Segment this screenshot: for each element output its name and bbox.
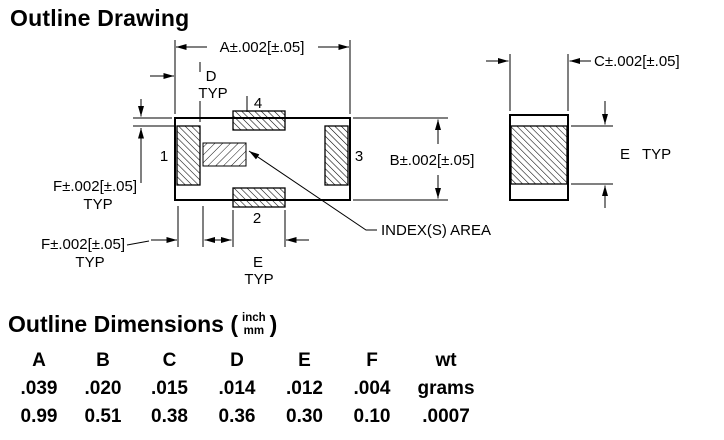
index-area-text: INDEX(S) AREA bbox=[381, 222, 491, 239]
unit-fraction: inch mm bbox=[242, 312, 266, 337]
inch-value-e: .012 bbox=[286, 378, 323, 399]
leader-line bbox=[248, 150, 377, 231]
mm-value-b: 0.51 bbox=[84, 406, 122, 427]
dim-c-text: C±.002[±.05] bbox=[594, 53, 680, 70]
dim-f-lower-typ-text: TYP bbox=[75, 254, 104, 271]
col-header-d: D bbox=[230, 350, 244, 371]
pad-3 bbox=[324, 125, 349, 186]
outline-dimensions-section: Outline Dimensions ( inch mm ) A B C D E… bbox=[8, 311, 486, 431]
dim-f-lower: F±.002[±.05] TYP bbox=[41, 206, 232, 271]
outline-drawing-canvas: 1 3 4 2 A±.002[±.05] D TYP bbox=[41, 39, 680, 288]
wt-unit-label: grams bbox=[417, 378, 475, 399]
dim-e-side: E TYP bbox=[571, 101, 671, 208]
dim-f-upper: F±.002[±.05] TYP bbox=[53, 99, 175, 213]
outline-dimensions-heading: Outline Dimensions ( inch mm ) bbox=[8, 311, 486, 338]
dim-e-bottom: E TYP bbox=[232, 210, 309, 288]
pad-1 bbox=[176, 125, 201, 186]
pad-2 bbox=[232, 187, 286, 208]
dim-e-bottom-text: E bbox=[253, 254, 263, 271]
dim-f-upper-typ-text: TYP bbox=[83, 196, 112, 213]
mm-value-c: 0.38 bbox=[151, 406, 188, 427]
dim-b: B±.002[±.05] bbox=[353, 117, 475, 201]
pin-1-label: 1 bbox=[160, 148, 168, 165]
dim-f-lower-text: F±.002[±.05] bbox=[41, 236, 125, 253]
dim-d: D TYP bbox=[150, 62, 228, 122]
wt-value: .0007 bbox=[422, 406, 470, 427]
pad-4 bbox=[232, 110, 286, 131]
side-body bbox=[509, 114, 569, 201]
side-hatched-band bbox=[510, 125, 568, 185]
dim-d-typ-text: TYP bbox=[198, 85, 227, 102]
dim-e-side-typ-text: TYP bbox=[642, 146, 671, 163]
inch-value-d: .014 bbox=[218, 378, 256, 399]
col-header-a: A bbox=[32, 350, 46, 371]
pin-4-label: 4 bbox=[254, 95, 262, 112]
inch-value-f: .004 bbox=[353, 378, 391, 399]
mm-value-f: 0.10 bbox=[353, 406, 391, 427]
mm-value-d: 0.36 bbox=[218, 406, 256, 427]
dim-b-text: B±.002[±.05] bbox=[390, 152, 475, 169]
heading-close-paren: ) bbox=[269, 311, 278, 337]
inch-value-c: .015 bbox=[151, 378, 188, 399]
col-header-b: B bbox=[96, 350, 110, 371]
col-header-e: E bbox=[298, 350, 311, 371]
col-header-f: F bbox=[366, 350, 378, 371]
dim-a: A±.002[±.05] bbox=[174, 39, 351, 114]
pin-3-label: 3 bbox=[355, 148, 363, 165]
col-header-wt: wt bbox=[435, 350, 457, 371]
dim-e-bottom-typ-text: TYP bbox=[244, 271, 273, 288]
mm-value-a: 0.99 bbox=[20, 406, 58, 427]
inch-value-b: .020 bbox=[84, 378, 122, 399]
mm-value-e: 0.30 bbox=[286, 406, 323, 427]
dim-f-upper-text: F±.002[±.05] bbox=[53, 178, 137, 195]
pin-2-label: 2 bbox=[253, 210, 261, 227]
dimensions-table: A B C D E F wt .039 .020 .015 .014 .012 … bbox=[8, 347, 486, 431]
heading-text: Outline Dimensions ( bbox=[8, 311, 239, 337]
unit-mm: mm bbox=[243, 324, 265, 337]
index-callout: INDEX(S) AREA bbox=[248, 150, 491, 239]
col-header-c: C bbox=[162, 350, 177, 371]
unit-inch: inch bbox=[242, 311, 266, 324]
index-area bbox=[202, 142, 247, 167]
dim-d-text: D bbox=[206, 68, 217, 85]
leader-line bbox=[126, 240, 150, 246]
dim-c: C±.002[±.05] bbox=[486, 53, 680, 111]
main-view: 1 3 4 2 bbox=[160, 95, 363, 227]
page-title: Outline Drawing bbox=[10, 5, 190, 31]
side-view bbox=[509, 114, 569, 201]
dim-e-side-text: E bbox=[620, 146, 630, 163]
dim-a-text: A±.002[±.05] bbox=[220, 39, 305, 56]
inch-value-a: .039 bbox=[20, 378, 58, 399]
